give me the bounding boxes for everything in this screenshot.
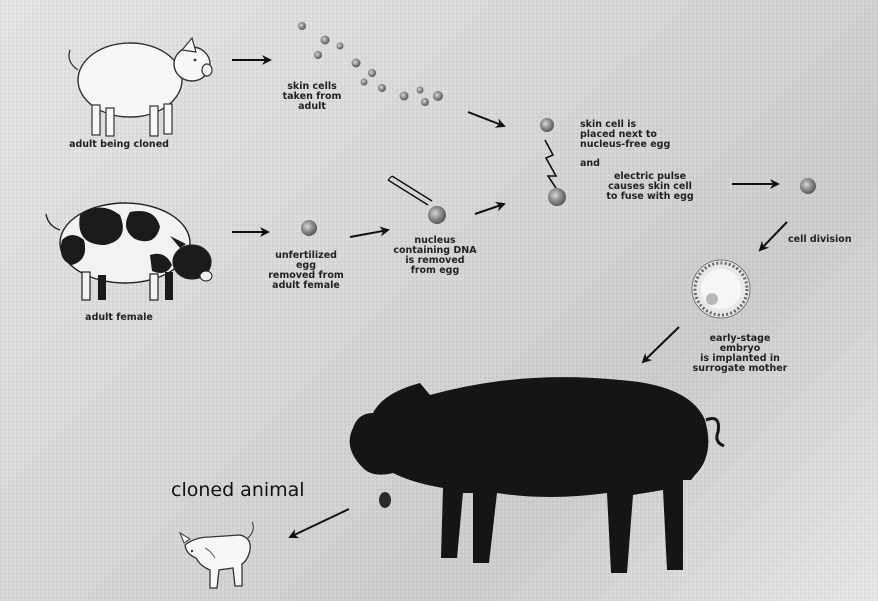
label-skin-cell-placed: skin cell is placed next to nucleus-free… [580, 120, 690, 150]
unfertilized-egg-icon [301, 220, 317, 236]
label-electric-pulse: electric pulse causes skin cell to fuse … [600, 172, 700, 202]
embryo-icon [692, 260, 750, 318]
fused-cell-icon [800, 178, 816, 194]
label-cell-division: cell division [788, 235, 868, 245]
label-and: and [580, 159, 610, 169]
arrow-icon [290, 509, 349, 537]
arrow-icon [468, 112, 504, 126]
skin-cell-icon [540, 118, 554, 132]
label-cloned-animal: cloned animal [171, 479, 351, 501]
label-nucleus-removed: nucleus containing DNA is removed from e… [380, 236, 490, 276]
arrow-icon [760, 222, 787, 250]
nucleus-free-egg-icon [548, 188, 566, 206]
label-adult-female: adult female [64, 313, 174, 323]
label-skin-cells-taken: skin cells taken from adult [272, 82, 352, 112]
lightning-bolt-icon [545, 140, 556, 188]
arrow-icon [643, 327, 679, 362]
piglet-illustration [180, 522, 253, 588]
arrow-icon [475, 204, 504, 214]
white-pig-illustration [69, 38, 212, 136]
label-unfertilized-egg: unfertilized egg removed from adult fema… [256, 251, 356, 291]
micropipette-icon [388, 176, 432, 205]
egg-with-nucleus-icon [428, 206, 446, 224]
label-embryo-implanted: early-stage embryo is implanted in surro… [680, 334, 800, 374]
spotted-pig-illustration [46, 203, 212, 300]
label-adult-being-cloned: adult being cloned [44, 140, 194, 150]
surrogate-pig-illustration [350, 377, 724, 573]
